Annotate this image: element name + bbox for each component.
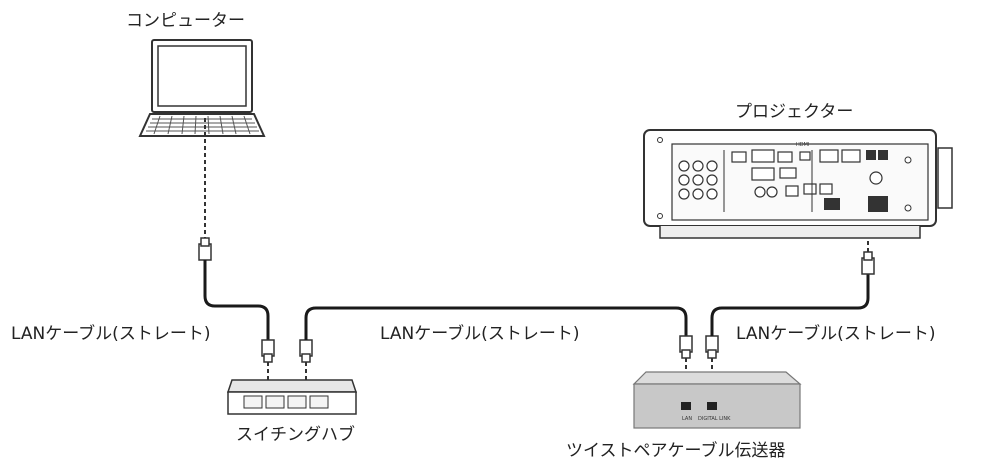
computer-label: コンピューター <box>126 11 245 31</box>
projector-icon: HDMI <box>643 129 953 239</box>
twisted-pair-transmitter-label: ツイストペアケーブル伝送器 <box>566 441 786 461</box>
cable-label-right: LANケーブル(ストレート) <box>736 324 936 344</box>
cable-label-middle: LANケーブル(ストレート) <box>380 324 580 344</box>
projector-hdmi-label: HDMI <box>796 142 809 148</box>
cable-computer-to-hub <box>198 118 275 392</box>
switching-hub-label: スイチングハブ <box>236 425 355 445</box>
transmitter-digital-link-port-label: DIGITAL LINK <box>698 416 731 422</box>
computer-icon <box>138 39 266 137</box>
cable-hub-to-transmitter <box>299 306 693 404</box>
twisted-pair-transmitter-icon: LAN DIGITAL LINK <box>632 371 802 429</box>
cable-label-left: LANケーブル(ストレート) <box>11 324 211 344</box>
switching-hub-icon <box>226 379 358 415</box>
transmitter-lan-port-label: LAN <box>682 416 692 422</box>
projector-label: プロジェクター <box>735 102 854 122</box>
